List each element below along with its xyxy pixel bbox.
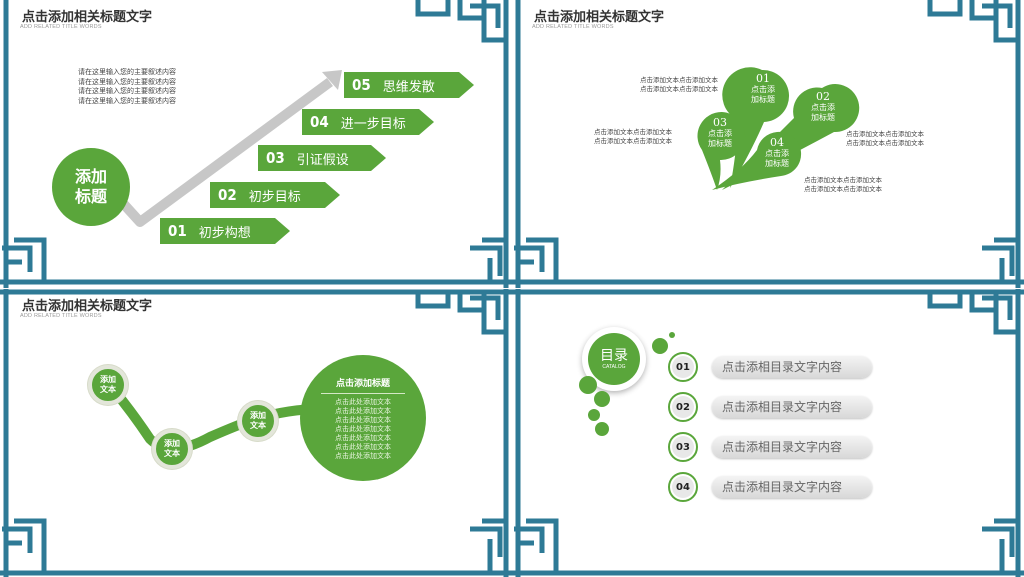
slide-3[interactable]: 点击添加相关标题文字 ADD RELATED TITLE WORDS 添加 文本… [0, 289, 512, 577]
slide-1[interactable]: 点击添加相关标题文字 ADD RELATED TITLE WORDS 请在这里输… [0, 0, 512, 288]
text-line: 点击添加文本点击添加文本 [640, 76, 718, 84]
catalog-number: 04 [672, 476, 694, 498]
text-block-bottom: 点击添加文本点击添加文本 点击添加文本点击添加文本 [804, 176, 882, 194]
step-number: 01 [168, 222, 187, 240]
text-line: 点击添加文本点击添加文本 [846, 139, 924, 147]
catalog-number: 01 [672, 356, 694, 378]
text-line: 点击此处添加文本 [335, 451, 391, 460]
catalog-heading: 目录 [600, 348, 628, 364]
step-label: 初步目标 [248, 189, 301, 205]
slide-2[interactable]: 点击添加相关标题文字 ADD RELATED TITLE WORDS 01 点击… [512, 0, 1024, 288]
panel-title: 点击添加相关标题文字 [22, 10, 153, 25]
frame-border [0, 0, 512, 288]
text-node-1[interactable]: 添加 文本 [88, 365, 128, 405]
text-line: 点击添加文本点击添加文本 [846, 130, 924, 138]
catalog-label: 点击添相目录文字内容 [712, 436, 872, 458]
frame-border [512, 289, 1024, 577]
text-line: 点击此处添加文本 [335, 397, 391, 406]
catalog-number-badge: 03 [668, 432, 698, 462]
petal-number: 02 [816, 90, 830, 103]
petal-number: 01 [756, 72, 770, 85]
text-node-2[interactable]: 添加 文本 [152, 429, 192, 469]
panel-subtitle: ADD RELATED TITLE WORDS [532, 24, 614, 30]
main-topic-circle[interactable]: 添加 标题 [52, 148, 130, 226]
text-block-right: 点击添加文本点击添加文本 点击添加文本点击添加文本 [846, 130, 924, 148]
step-number: 03 [266, 149, 285, 167]
text-line: 点击此处添加文本 [335, 406, 391, 415]
catalog-number: 03 [672, 436, 694, 458]
step-05[interactable]: 05 思维发散 [344, 72, 474, 98]
step-label: 进一步目标 [340, 116, 406, 132]
description-line: 请在这里输入您的主要叙述内容 [78, 96, 176, 105]
petal-label: 点击添 加标题 [765, 149, 789, 168]
catalog-number-badge: 02 [668, 392, 698, 422]
catalog-heading-badge[interactable]: 目录 CATALOG [582, 327, 646, 391]
catalog-label: 点击添相目录文字内容 [712, 356, 872, 378]
catalog-label: 点击添相目录文字内容 [712, 396, 872, 418]
step-label: 引证假设 [296, 152, 349, 168]
catalog-number-badge: 04 [668, 472, 698, 502]
petal-diagram [697, 67, 860, 190]
step-number: 04 [310, 113, 329, 131]
step-02[interactable]: 02 初步目标 [210, 182, 340, 208]
description-line: 请在这里输入您的主要叙述内容 [78, 87, 176, 95]
text-node-3[interactable]: 添加 文本 [238, 401, 278, 441]
text-line: 点击此处添加文本 [335, 442, 391, 451]
decorative-dots [579, 332, 675, 436]
step-number: 05 [352, 76, 371, 94]
catalog-number: 02 [672, 396, 694, 418]
description-line: 请在这里输入您的主要叙述内容 [78, 68, 176, 76]
big-topic-lines: 点击此处添加文本 点击此处添加文本 点击此处添加文本 点击此处添加文本 点击此处… [335, 398, 391, 461]
panel-subtitle: ADD RELATED TITLE WORDS [20, 313, 102, 319]
text-block-left: 点击添加文本点击添加文本 点击添加文本点击添加文本 [594, 128, 672, 146]
big-topic-circle[interactable]: 点击添加标题 点击此处添加文本 点击此处添加文本 点击此处添加文本 点击此处添加… [300, 355, 426, 481]
text-line: 点击此处添加文本 [335, 424, 391, 433]
panel-title: 点击添加相关标题文字 [22, 299, 153, 314]
text-line: 点击添加文本点击添加文本 [594, 128, 672, 136]
growth-arrow [116, 70, 342, 227]
petal-03[interactable]: 03 点击添 加标题 [700, 116, 740, 149]
text-line: 点击添加文本点击添加文本 [640, 85, 718, 93]
step-03[interactable]: 03 引证假设 [258, 145, 386, 171]
panel-subtitle: ADD RELATED TITLE WORDS [20, 24, 102, 30]
catalog-number-badge: 01 [668, 352, 698, 382]
petal-04[interactable]: 04 点击添 加标题 [758, 136, 796, 169]
description-block: 请在这里输入您的主要叙述内容 请在这里输入您的主要叙述内容 请在这里输入您的主要… [78, 68, 176, 106]
petal-label: 点击添 加标题 [751, 85, 775, 104]
petal-number: 03 [713, 116, 727, 129]
frame-border [512, 0, 1024, 288]
text-block-top: 点击添加文本点击添加文本 点击添加文本点击添加文本 [640, 76, 718, 94]
frame-border [0, 289, 512, 577]
catalog-heading-circle: 目录 CATALOG [588, 333, 640, 385]
step-01[interactable]: 01 初步构想 [160, 218, 290, 244]
step-label: 思维发散 [382, 79, 435, 95]
big-topic-title: 点击添加标题 [321, 376, 405, 394]
step-04[interactable]: 04 进一步目标 [302, 109, 434, 135]
catalog-label: 点击添相目录文字内容 [712, 476, 872, 498]
step-number: 02 [218, 186, 237, 204]
petal-02[interactable]: 02 点击添 加标题 [804, 90, 842, 123]
petal-01[interactable]: 01 点击添 加标题 [744, 72, 782, 105]
text-line: 点击添加文本点击添加文本 [594, 137, 672, 145]
text-line: 点击添加文本点击添加文本 [804, 176, 882, 184]
petal-label: 点击添 加标题 [708, 129, 732, 148]
panel-title: 点击添加相关标题文字 [534, 10, 665, 25]
step-label: 初步构想 [198, 225, 251, 241]
text-line: 点击添加文本点击添加文本 [804, 185, 882, 193]
catalog-subheading: CATALOG [602, 364, 626, 370]
petal-number: 04 [770, 136, 784, 149]
text-line: 点击此处添加文本 [335, 433, 391, 442]
petal-label: 点击添 加标题 [811, 103, 835, 122]
slide-4[interactable]: 目录 CATALOG 01 点击添相目录文字内容 02 点击添相目录文字内容 0… [512, 289, 1024, 577]
description-line: 请在这里输入您的主要叙述内容 [78, 77, 176, 86]
text-line: 点击此处添加文本 [335, 415, 391, 424]
